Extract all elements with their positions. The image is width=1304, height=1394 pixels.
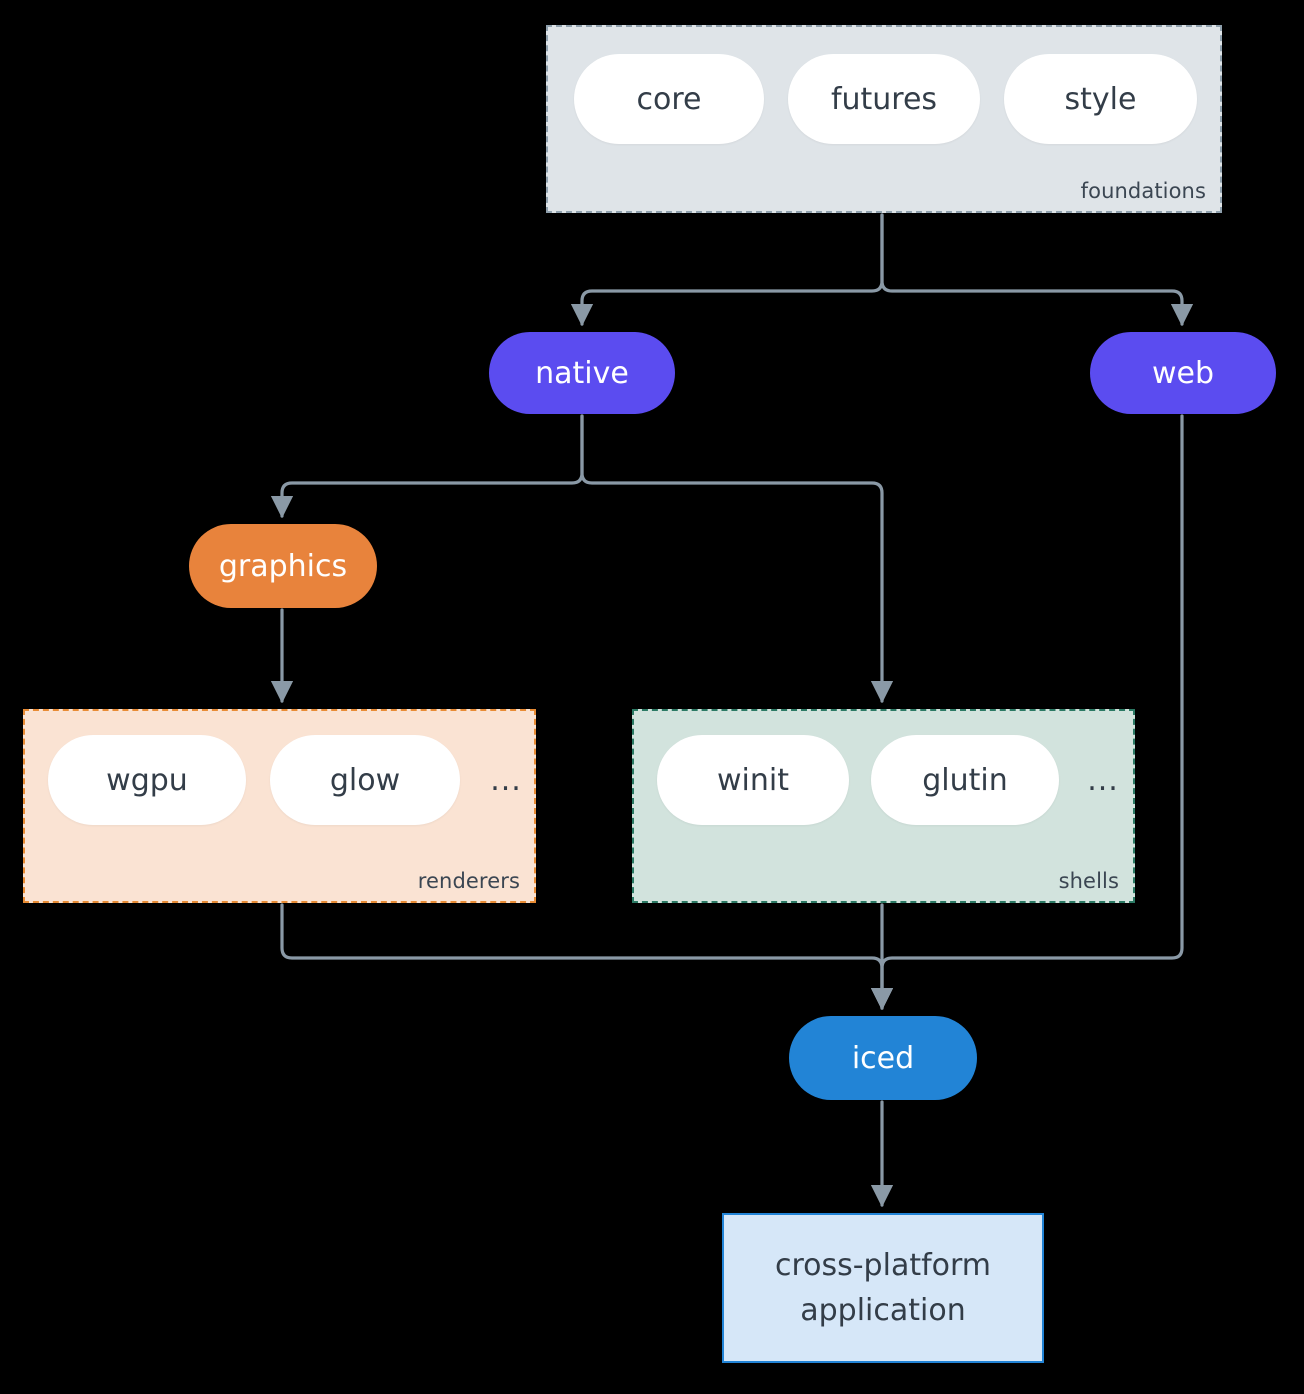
pill-futures[interactable]: futures xyxy=(788,54,980,144)
edge-renderers-iced xyxy=(280,903,894,1011)
node-web-label: web xyxy=(1151,355,1215,391)
node-cross-platform-application[interactable]: cross-platform application xyxy=(722,1213,1044,1363)
node-native-label: native xyxy=(535,355,629,391)
node-app-label-line1: cross-platform xyxy=(774,1248,992,1283)
group-shells: winit glutin ... shells xyxy=(632,709,1135,903)
edge-native-shells xyxy=(580,414,894,704)
group-renderers: wgpu glow ... renderers xyxy=(23,709,536,903)
node-graphics[interactable]: graphics xyxy=(189,524,377,608)
group-label-foundations: foundations xyxy=(1080,179,1206,203)
group-foundations: core futures style foundations xyxy=(546,25,1222,213)
pill-glutin[interactable]: glutin xyxy=(871,735,1059,825)
renderers-ellipsis: ... xyxy=(490,762,522,798)
group-label-shells: shells xyxy=(1058,869,1119,893)
edge-foundations-native xyxy=(570,213,884,327)
foundations-pill-row: core futures style xyxy=(574,54,1197,144)
shells-ellipsis: ... xyxy=(1087,762,1119,798)
node-native[interactable]: native xyxy=(489,332,675,414)
pill-style[interactable]: style xyxy=(1004,54,1197,144)
node-iced[interactable]: iced xyxy=(789,1016,977,1100)
pill-wgpu[interactable]: wgpu xyxy=(48,735,246,825)
shells-pill-row: winit glutin ... xyxy=(657,735,1125,825)
pill-winit[interactable]: winit xyxy=(657,735,849,825)
renderers-pill-row: wgpu glow ... xyxy=(48,735,528,825)
node-web[interactable]: web xyxy=(1090,332,1276,414)
node-iced-label: iced xyxy=(851,1040,915,1076)
group-label-renderers: renderers xyxy=(417,869,520,893)
node-app-label-line2: application xyxy=(800,1293,966,1328)
node-graphics-label: graphics xyxy=(218,548,348,584)
pill-core[interactable]: core xyxy=(574,54,764,144)
edge-native-graphics xyxy=(270,414,584,519)
edge-foundations-web xyxy=(880,213,1194,327)
pill-glow[interactable]: glow xyxy=(270,735,460,825)
